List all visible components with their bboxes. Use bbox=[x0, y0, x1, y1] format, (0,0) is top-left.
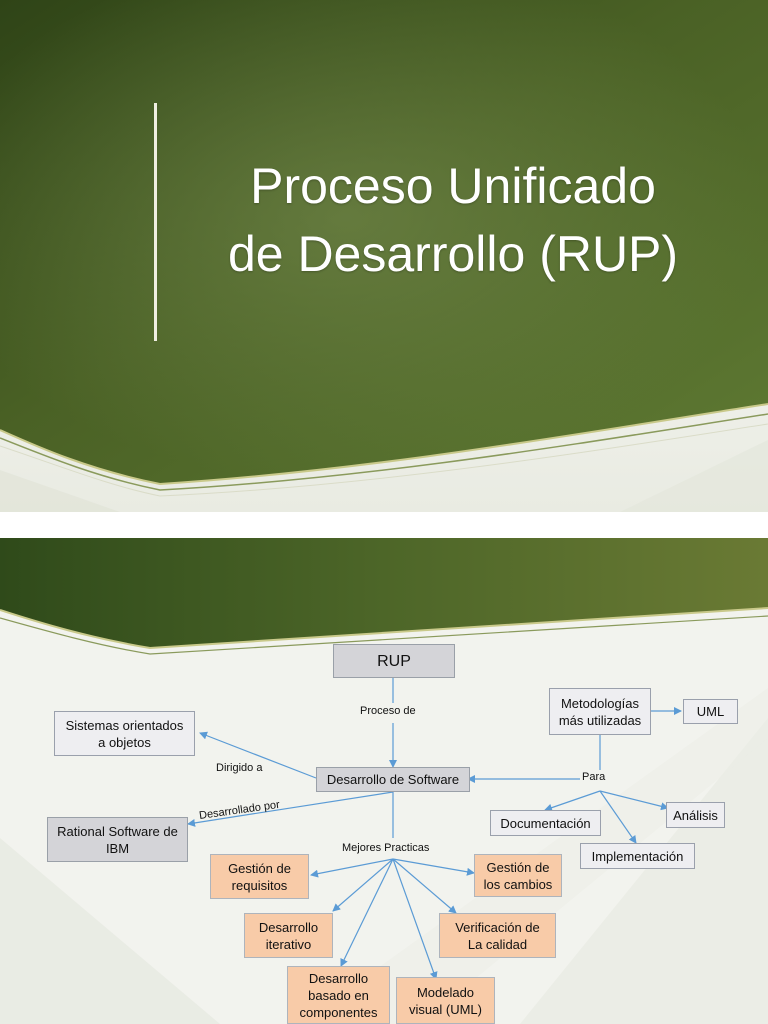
page-title: Proceso Unificado de Desarrollo (RUP) bbox=[168, 152, 738, 288]
node-gestion-requisitos: Gestión de requisitos bbox=[210, 854, 309, 899]
connector-para-implementacion bbox=[599, 790, 637, 844]
node-analisis: Análisis bbox=[666, 802, 725, 828]
connector-mejores-iterativo bbox=[332, 858, 394, 912]
title-slide: Proceso Unificado de Desarrollo (RUP) bbox=[0, 0, 768, 512]
slide-gap bbox=[0, 512, 768, 538]
connector-desarrollo-rational bbox=[187, 791, 394, 827]
node-desarrollo-software: Desarrollo de Software bbox=[316, 767, 470, 792]
connector-desarrollo-sistemas bbox=[199, 731, 317, 779]
node-modelado-visual: Modelado visual (UML) bbox=[396, 977, 495, 1024]
title-line-1: Proceso Unificado bbox=[250, 158, 656, 214]
node-sistemas-orientados: Sistemas orientados a objetos bbox=[54, 711, 195, 756]
slide1-background bbox=[0, 0, 768, 512]
node-metodologias: Metodologías más utilizadas bbox=[549, 688, 651, 735]
node-rational-software: Rational Software de IBM bbox=[47, 817, 188, 862]
title-accent-bar bbox=[154, 103, 157, 341]
node-documentacion: Documentación bbox=[490, 810, 601, 836]
node-uml: UML bbox=[683, 699, 738, 724]
connector-para-analisis bbox=[599, 790, 669, 811]
node-implementacion: Implementación bbox=[580, 843, 695, 869]
node-verificacion-calidad: Verificación de La calidad bbox=[439, 913, 556, 958]
connector-mejores-componentes bbox=[340, 858, 394, 967]
title-line-2: de Desarrollo (RUP) bbox=[227, 226, 679, 282]
label-dirigido-a: Dirigido a bbox=[216, 762, 263, 774]
connector-mejores-modelado bbox=[392, 858, 438, 980]
connector-mejores-verificacion bbox=[392, 858, 457, 914]
label-para: Para bbox=[582, 771, 606, 783]
connector-lines bbox=[187, 678, 682, 980]
node-desarrollo-componentes: Desarrollo basado en componentes bbox=[287, 966, 390, 1024]
connector-para-documentacion bbox=[544, 790, 601, 812]
node-gestion-cambios: Gestión de los cambios bbox=[474, 854, 562, 897]
node-desarrollo-iterativo: Desarrollo iterativo bbox=[244, 913, 333, 958]
label-mejores-practicas: Mejores Practicas bbox=[342, 842, 430, 854]
label-proceso-de: Proceso de bbox=[360, 705, 416, 717]
diagram-slide: RUP Metodologías más utilizadas UML Sist… bbox=[0, 538, 768, 1024]
connector-mejores-requisitos bbox=[310, 858, 394, 878]
node-rup: RUP bbox=[333, 644, 455, 678]
connector-mejores-cambios bbox=[392, 858, 475, 876]
